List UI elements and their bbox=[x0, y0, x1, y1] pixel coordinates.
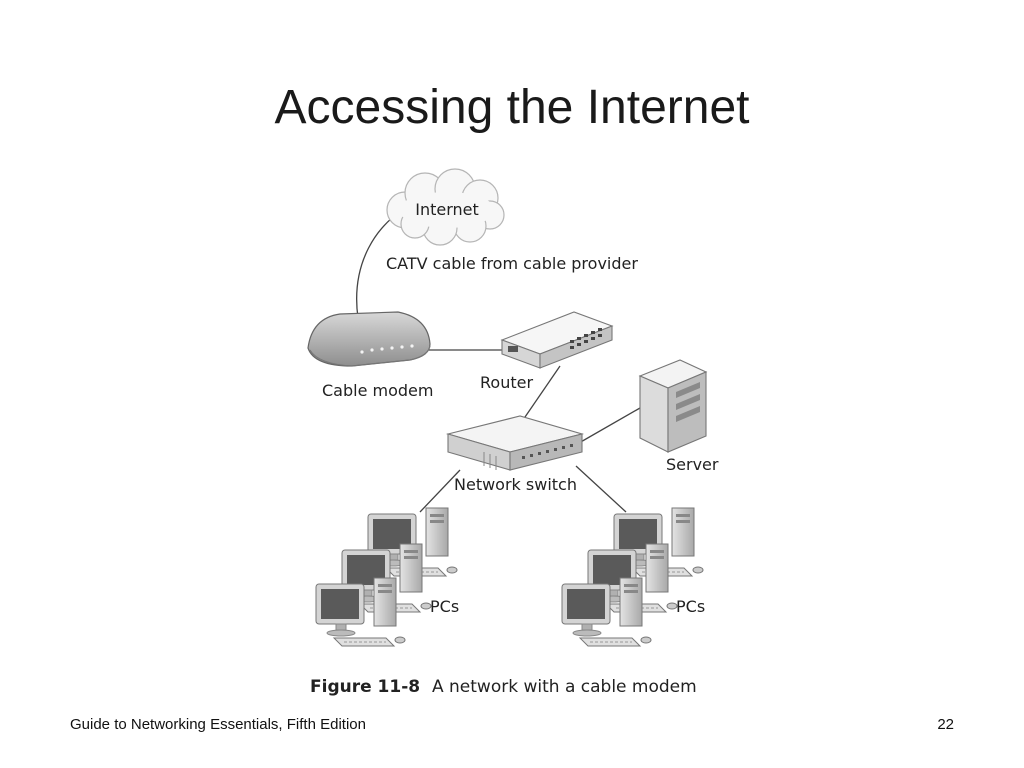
footer-book-title: Guide to Networking Essentials, Fifth Ed… bbox=[70, 716, 366, 733]
pcs-left-icon bbox=[315, 507, 458, 647]
pcs-right-icon bbox=[561, 507, 704, 647]
figure-number: Figure 11-8 bbox=[310, 677, 420, 697]
internet-label: Internet bbox=[415, 200, 479, 219]
catv-label: CATV cable from cable provider bbox=[386, 254, 638, 273]
server-label: Server bbox=[666, 455, 719, 474]
server-icon bbox=[638, 359, 708, 453]
figure-caption: A network with a cable modem bbox=[432, 677, 697, 697]
internet-cloud-icon bbox=[386, 168, 505, 246]
cable-modem-icon bbox=[307, 311, 431, 367]
switch-pcs-right-line bbox=[575, 465, 627, 513]
switch-server-line bbox=[571, 407, 641, 448]
pcs-right-label: PCs bbox=[676, 597, 705, 616]
switch-pcs-left-line bbox=[419, 469, 461, 513]
network-switch-label: Network switch bbox=[454, 475, 577, 494]
router-label: Router bbox=[480, 373, 533, 392]
router-icon bbox=[500, 311, 614, 369]
page-number: 22 bbox=[937, 716, 954, 733]
pcs-left-label: PCs bbox=[430, 597, 459, 616]
cable-modem-label: Cable modem bbox=[322, 381, 433, 400]
network-switch-icon bbox=[445, 415, 585, 471]
slide-title: Accessing the Internet bbox=[274, 81, 750, 134]
